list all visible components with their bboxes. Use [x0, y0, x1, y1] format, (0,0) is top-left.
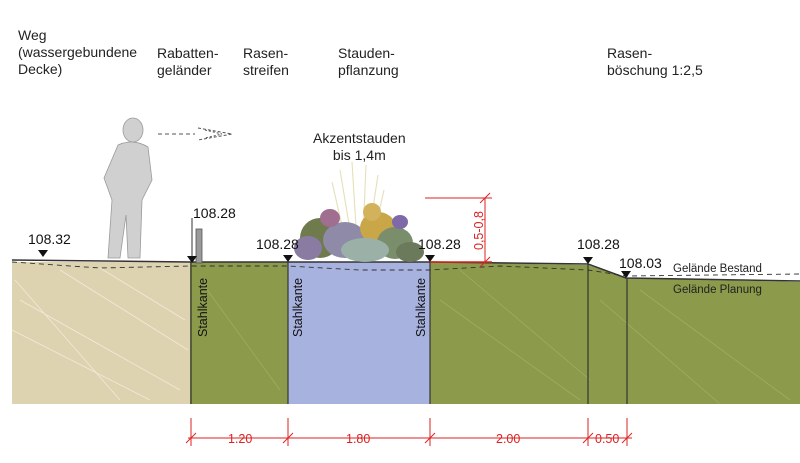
existing-ground-line	[11, 261, 800, 277]
elevation-label: 108.03	[619, 255, 662, 271]
dimension-label: 1.20	[228, 432, 253, 446]
accent-perennials-note: Akzentstauden bis 1,4m	[313, 130, 406, 163]
railing-icon	[191, 218, 203, 264]
header-lawn-strip: Rasen- streifen	[243, 45, 289, 78]
dimension-label: 0.50	[595, 432, 620, 446]
perennial-bed-fill	[288, 262, 430, 404]
lawn-hatching	[199, 269, 791, 405]
lawn-slope-fill	[430, 262, 800, 404]
dimension-label: 1.80	[346, 432, 371, 446]
direction-arrow-icon	[158, 127, 233, 141]
person-silhouette-icon	[103, 117, 153, 259]
elevation-label: 108.32	[28, 231, 71, 247]
dimension-label: 2.00	[496, 432, 521, 446]
elevation-label: 108.28	[256, 236, 299, 252]
path-surface-fill	[12, 262, 190, 404]
planned-ground-label: Gelände Planung	[673, 284, 762, 296]
header-path: Weg (wassergebundene Decke)	[18, 27, 138, 77]
steel-edge-label: Stahlkante	[291, 277, 305, 337]
elevation-label: 108.28	[577, 236, 620, 252]
elevation-label: 108.28	[193, 205, 236, 221]
height-dimension-label: 0,5-0,8	[472, 211, 486, 250]
height-dimension-line	[425, 192, 492, 268]
steel-edges	[190, 262, 628, 404]
existing-ground-label: Gelände Bestand	[673, 263, 762, 275]
elevation-label: 108.28	[418, 236, 461, 252]
header-railing: Rabatten- geländer	[157, 45, 219, 78]
header-lawn-slope: Rasen- böschung 1:2,5	[607, 45, 703, 78]
elevation-markers	[38, 250, 631, 278]
dimension-chain	[185, 418, 633, 446]
header-perennial-bed: Stauden- pflanzung	[338, 45, 399, 78]
steel-edge-label: Stahlkante	[196, 277, 210, 337]
perennial-planting-icon	[294, 161, 424, 262]
steel-edge-label: Stahlkante	[414, 277, 428, 337]
path-hatching	[11, 267, 189, 401]
